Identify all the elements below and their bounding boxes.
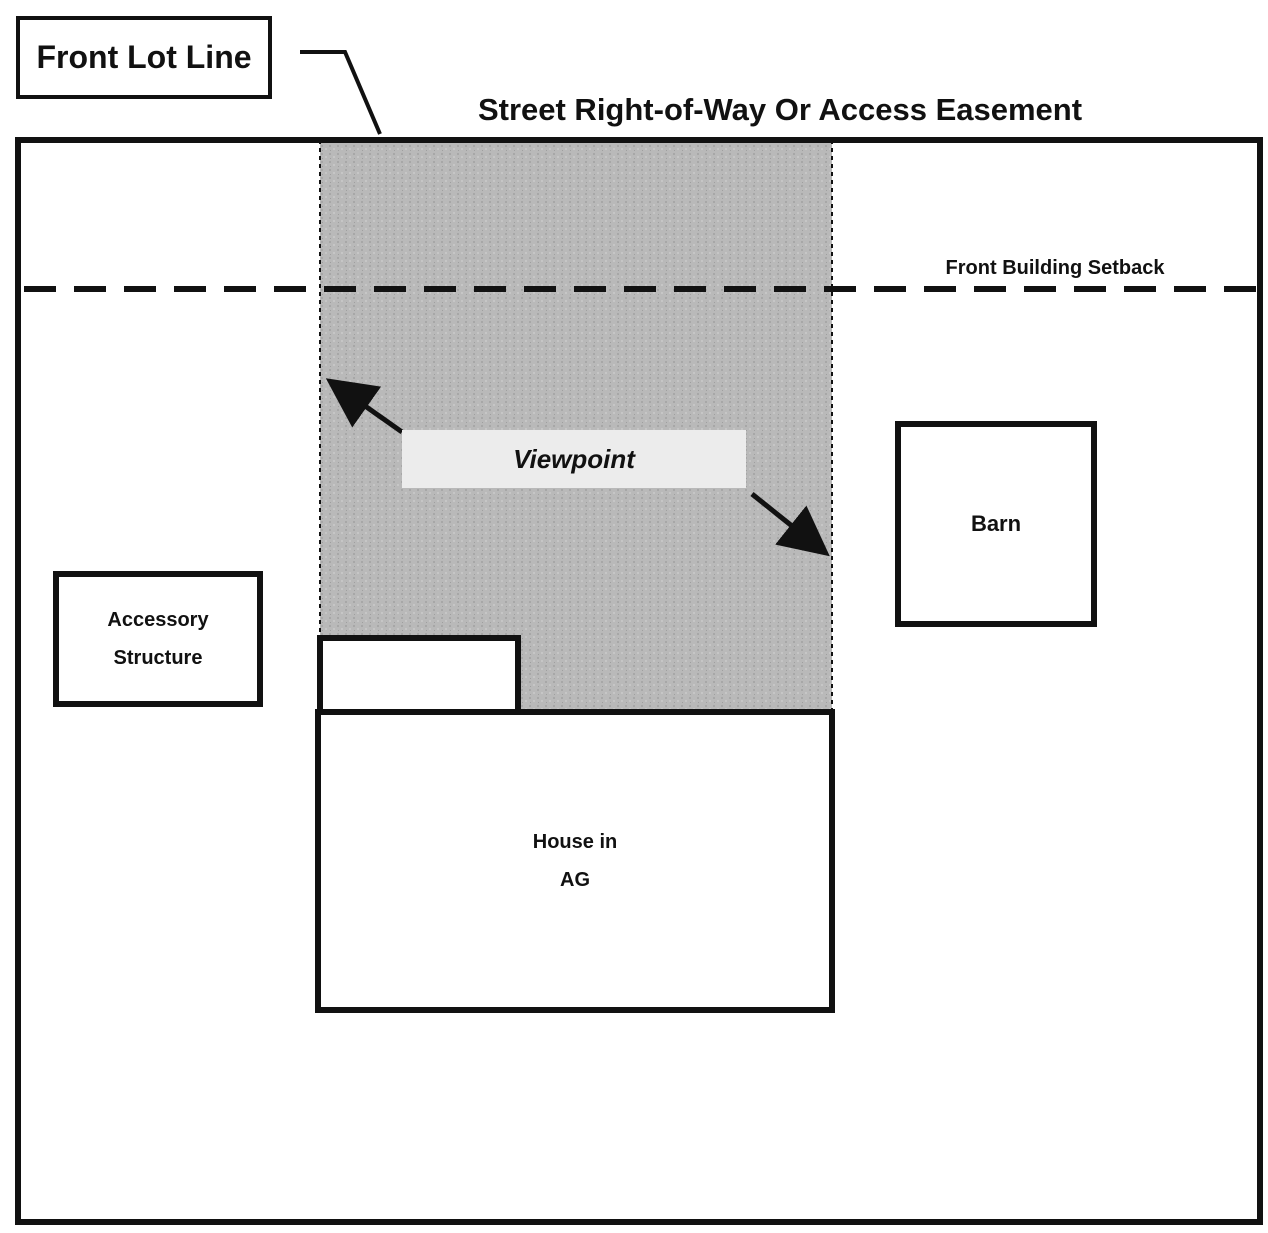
house-label-line2: AG: [560, 869, 590, 891]
front-lot-line-leader: [300, 50, 382, 135]
lot-boundary: [15, 137, 1263, 1225]
viewpoint-zone: [320, 140, 832, 712]
barn-label: Barn: [970, 511, 1022, 536]
house-label-line1: House in: [532, 831, 618, 853]
barn-outline: [895, 421, 1097, 627]
viewpoint-arrow-left: [325, 378, 404, 435]
front-building-setback-label: Front Building Setback: [945, 257, 1165, 279]
accessory-structure-outline: [53, 571, 263, 707]
accessory-structure-label-line1: Accessory: [107, 609, 209, 631]
street-right-of-way-label: Street Right-of-Way Or Access Easement: [477, 92, 1083, 127]
viewpoint-label: Viewpoint: [402, 430, 746, 488]
barn: Barn: [898, 424, 1094, 624]
accessory-structure: Accessory Structure: [56, 574, 260, 704]
house-outline: [315, 709, 835, 1013]
house: House in AG: [318, 712, 832, 1010]
accessory-structure-label-line2: Structure: [113, 647, 203, 669]
house-attached-box: [317, 635, 521, 715]
front-lot-line-label: Front Lot Line: [16, 16, 272, 99]
viewpoint-arrow-right: [750, 492, 830, 557]
